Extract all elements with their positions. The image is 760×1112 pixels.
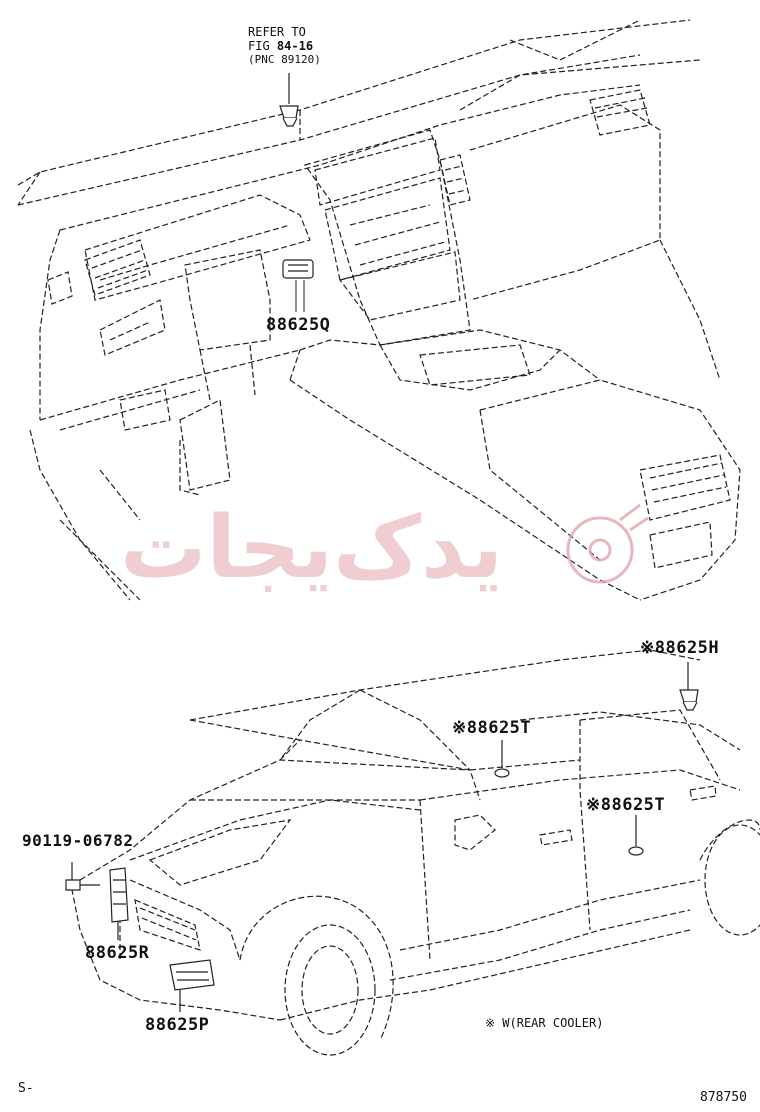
part-label-88625t-top[interactable]: ※88625T (452, 718, 532, 738)
sensor-88625r (109, 867, 129, 940)
refer-fig-prefix: FIG (248, 39, 270, 53)
car-illustration (69, 649, 760, 1056)
part-label-88625t-mid[interactable]: ※88625T (586, 795, 666, 815)
watermark-logo (566, 503, 649, 584)
part-label-88625q[interactable]: 88625Q (266, 315, 331, 335)
refer-callout: REFER TO FIG 84-16 (PNC 89120) (248, 25, 321, 67)
sensor-88625t-mid (628, 815, 644, 856)
dashboard-illustration (17, 19, 741, 601)
sensor-88625t-top (494, 740, 510, 778)
footnote-rear-cooler: ※ W(REAR COOLER) (485, 1016, 604, 1030)
refer-line1: REFER TO (248, 25, 306, 39)
watermark-text: یدک‌یجات (120, 498, 504, 598)
refer-pnc: (PNC 89120) (248, 53, 321, 66)
refer-fig-number: 84-16 (276, 39, 314, 53)
sensor-88625p (169, 959, 215, 1012)
refer-line2: FIG 84-16 (248, 39, 321, 53)
sensor-refer-cap (279, 73, 299, 127)
corner-left-code: S- (18, 1081, 34, 1096)
sensor-88625q (282, 259, 314, 312)
part-label-88625r[interactable]: 88625R (85, 943, 150, 963)
part-label-88625p[interactable]: 88625P (145, 1015, 210, 1035)
part-label-88625h[interactable]: ※88625H (640, 638, 720, 658)
bolt-90119 (65, 862, 100, 891)
sensor-88625h (679, 662, 699, 711)
part-label-90119-06782[interactable]: 90119-06782 (22, 831, 134, 850)
diagram-number: 878750 (700, 1090, 747, 1105)
